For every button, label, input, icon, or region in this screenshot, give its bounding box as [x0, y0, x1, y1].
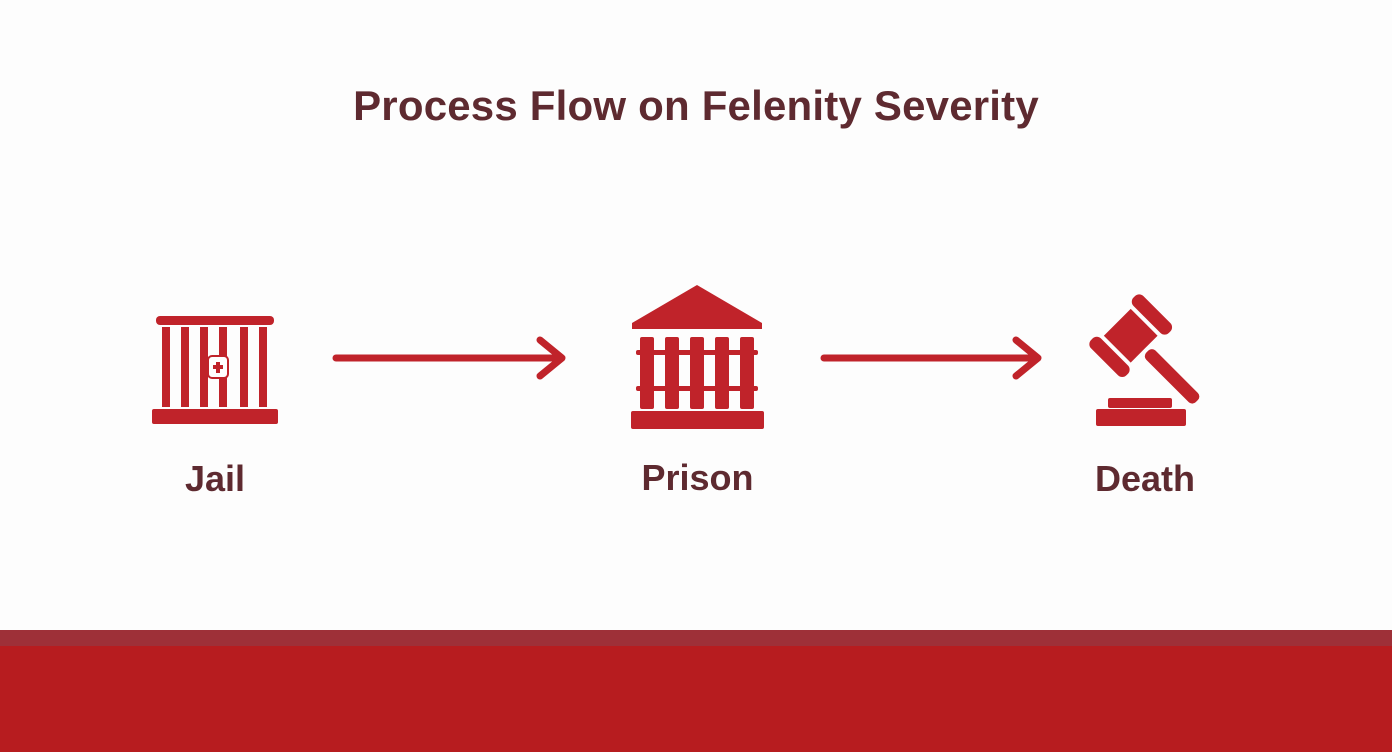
- step-label-jail: Jail: [184, 458, 246, 499]
- arrow-right-icon: [332, 336, 566, 380]
- gavel-icon: [1089, 294, 1200, 426]
- footer-band-edge: [0, 630, 1392, 646]
- footer-band: [0, 630, 1392, 752]
- jail-cell-icon: [152, 316, 278, 424]
- step-label-death: Death: [1094, 458, 1196, 499]
- prison-building-icon: [631, 285, 764, 429]
- step-jail: Jail: [140, 312, 290, 500]
- step-label-prison: Prison: [641, 457, 754, 498]
- page-title: Process Flow on Felenity Severity: [353, 82, 1039, 129]
- step-death: Death: [1070, 290, 1220, 500]
- step-prison: Prison: [615, 283, 780, 499]
- arrow-right-icon: [820, 336, 1042, 380]
